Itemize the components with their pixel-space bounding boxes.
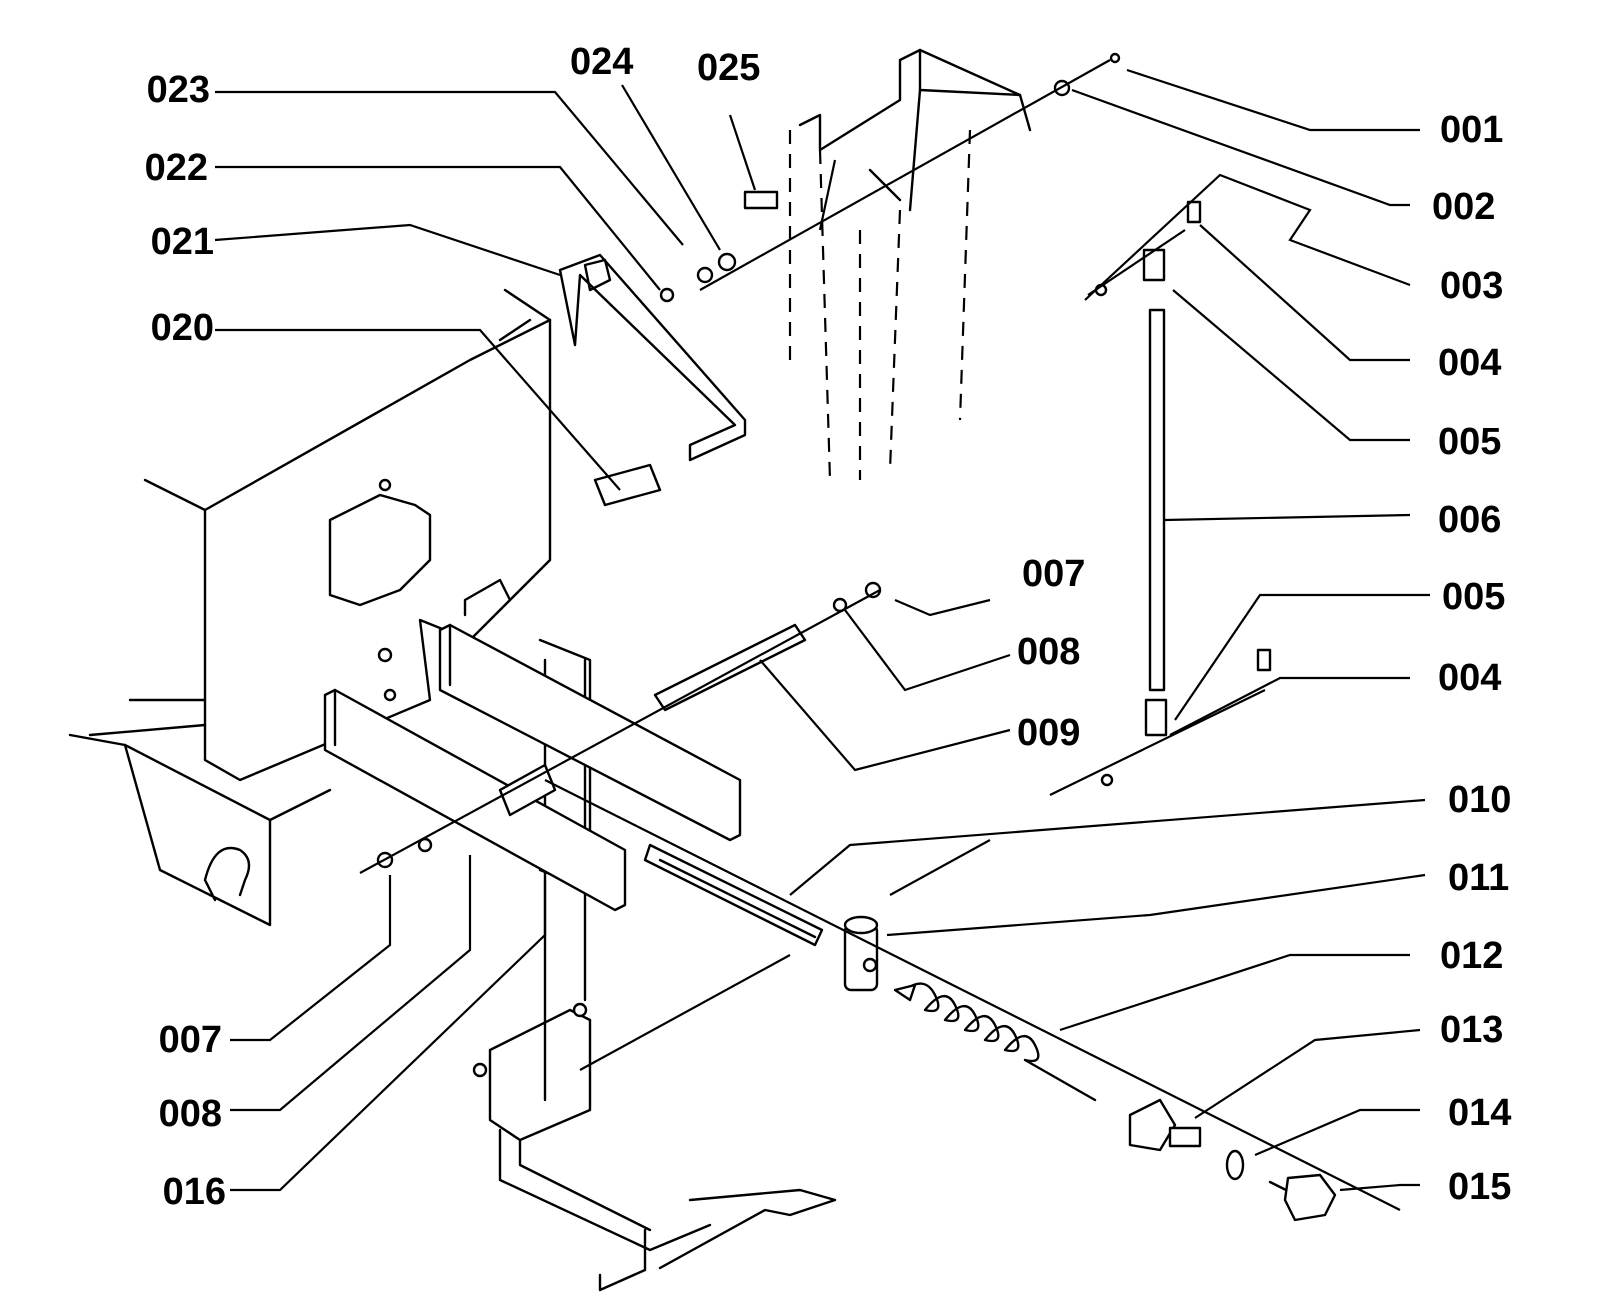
callout-025: 025 bbox=[697, 47, 761, 89]
callout-014: 014 bbox=[1448, 1092, 1512, 1134]
guide-plates bbox=[323, 623, 742, 912]
callout-008-left: 008 bbox=[158, 1093, 222, 1135]
vertical-column bbox=[788, 48, 1032, 481]
callout-001: 001 bbox=[1440, 109, 1504, 151]
callout-023: 023 bbox=[146, 69, 210, 111]
callout-004: 004 bbox=[1438, 342, 1502, 384]
block-011 bbox=[843, 915, 879, 992]
horizontal-rod bbox=[653, 581, 882, 712]
callout-006: 006 bbox=[1438, 499, 1502, 541]
bracket-021 bbox=[558, 253, 747, 507]
callout-009: 009 bbox=[1017, 712, 1081, 754]
callout-003: 003 bbox=[1440, 265, 1504, 307]
callout-024: 024 bbox=[570, 41, 634, 83]
callout-004-lower: 004 bbox=[1438, 657, 1502, 699]
callout-011: 011 bbox=[1448, 857, 1510, 899]
callout-002: 002 bbox=[1432, 186, 1496, 228]
callout-010: 010 bbox=[1448, 779, 1512, 821]
callout-013: 013 bbox=[1440, 1009, 1504, 1051]
vertical-rod bbox=[1142, 200, 1272, 737]
small-fasteners bbox=[659, 52, 1121, 787]
callout-022: 022 bbox=[144, 147, 208, 189]
callout-020: 020 bbox=[150, 307, 214, 349]
callout-015: 015 bbox=[1448, 1166, 1512, 1208]
callout-007-left: 007 bbox=[158, 1019, 222, 1061]
lower-brackets bbox=[472, 1002, 837, 1292]
callout-005-lower: 005 bbox=[1442, 576, 1506, 618]
callout-012: 012 bbox=[1440, 935, 1504, 977]
spring-012 bbox=[893, 982, 1097, 1102]
threaded-rod bbox=[643, 843, 824, 947]
callout-016: 016 bbox=[162, 1171, 226, 1213]
callout-021: 021 bbox=[150, 221, 214, 263]
callout-005: 005 bbox=[1438, 421, 1502, 463]
callout-007: 007 bbox=[1022, 553, 1086, 595]
knob-assembly bbox=[1128, 1098, 1337, 1222]
leader-lines bbox=[214, 68, 1430, 1192]
callout-008: 008 bbox=[1017, 631, 1081, 673]
housing-frame bbox=[68, 288, 592, 1102]
assembly-axes bbox=[359, 59, 1401, 1211]
